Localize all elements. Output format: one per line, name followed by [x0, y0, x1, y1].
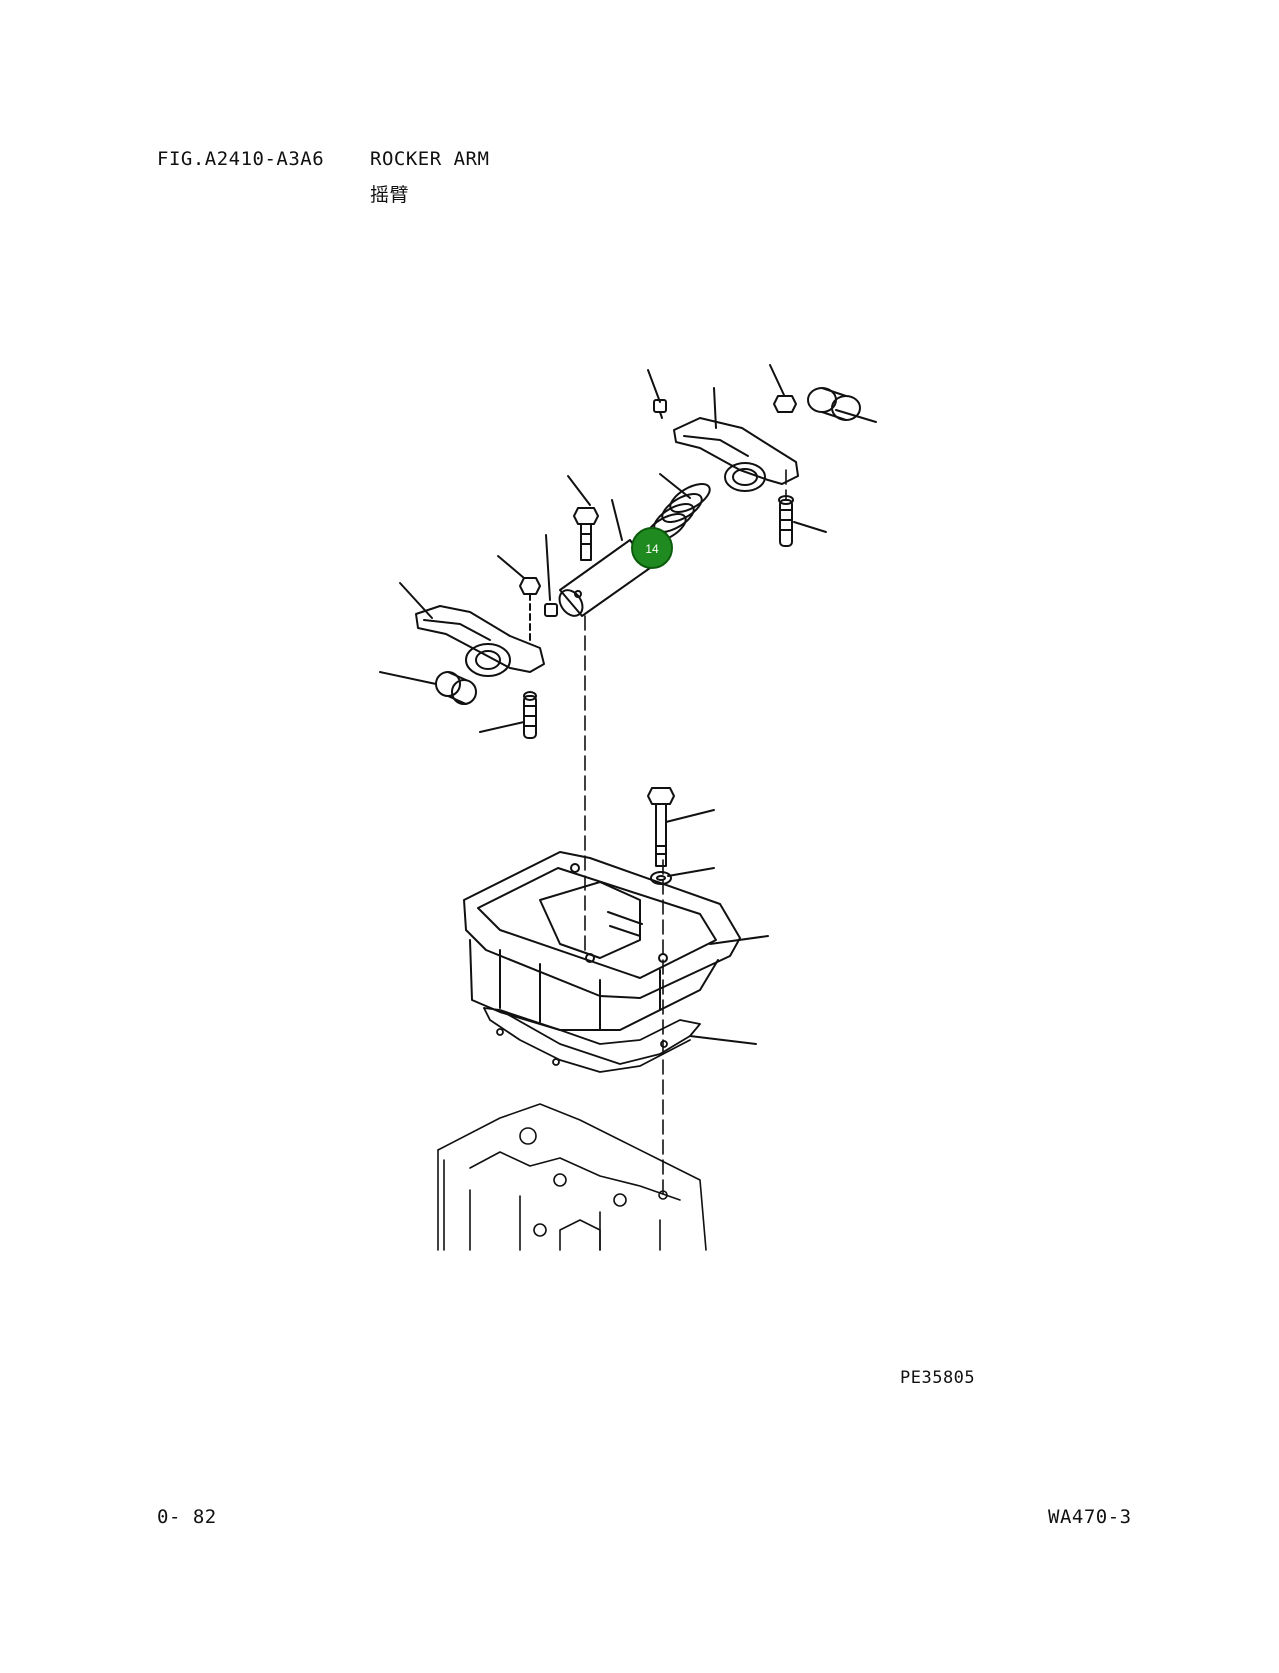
figure-title: ROCKER ARM	[370, 148, 490, 170]
bolt-lower-left	[523, 691, 537, 739]
figure-title-cjk: 摇臂	[370, 184, 410, 206]
callout-label: 14	[645, 542, 659, 556]
leader-lines	[379, 364, 877, 1045]
page-number: 0- 82	[157, 1506, 217, 1528]
figure-code: FIG.A2410-A3A6	[157, 148, 325, 170]
bushing-lower	[435, 671, 477, 705]
mounting-bolt	[647, 787, 675, 867]
nut-left	[519, 577, 541, 641]
bushing-upper	[807, 387, 861, 421]
nut-upper	[773, 395, 797, 413]
cylinder-head	[437, 1103, 707, 1251]
callout-marker[interactable]	[631, 527, 673, 569]
adjust-screw-upper	[653, 399, 667, 419]
screw-left	[544, 603, 558, 617]
gasket	[483, 1007, 701, 1073]
bolt-upper-right	[778, 495, 794, 547]
part-callout-14[interactable]: 14	[631, 527, 673, 569]
rocker-arm-upper	[673, 417, 799, 492]
bolt-shaft	[573, 507, 599, 561]
rocker-housing	[463, 851, 741, 1031]
model-code: WA470-3	[1048, 1506, 1132, 1528]
drawing-reference: PE35805	[900, 1368, 976, 1388]
rocker-arm-lower	[415, 605, 545, 677]
